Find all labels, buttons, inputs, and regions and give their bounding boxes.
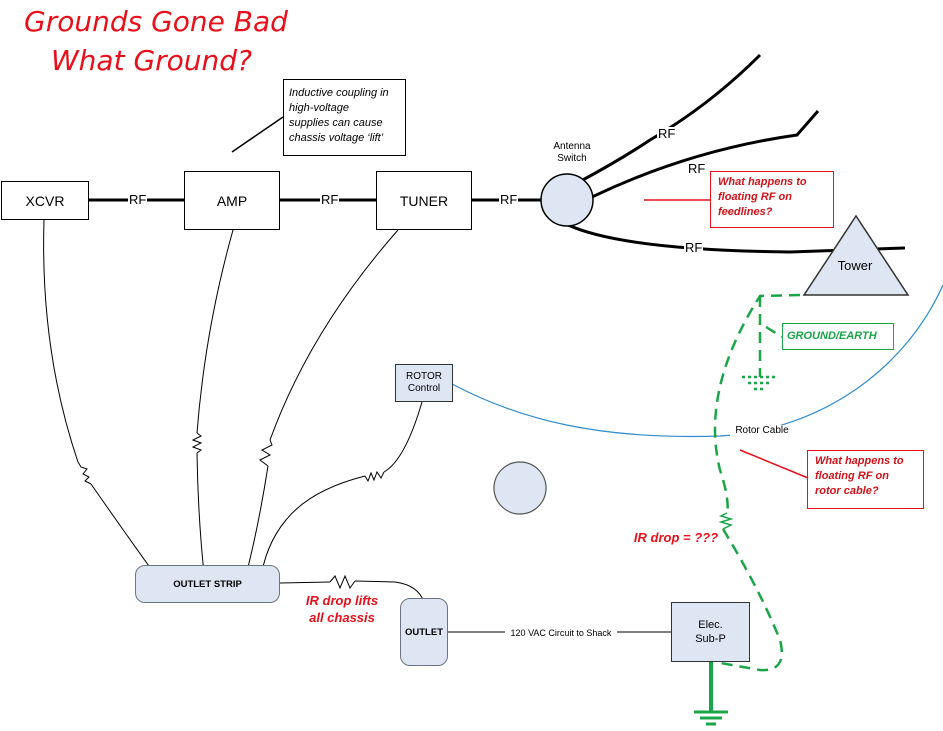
inductive-leader xyxy=(231,116,284,153)
rf-label-feed-upper: RF xyxy=(657,126,677,141)
tower-ground-path xyxy=(713,293,801,672)
tuner-box: TUNER xyxy=(376,171,472,230)
subpanel-label: Elec. Sub-P xyxy=(695,619,726,645)
inductive-coupling-callout: Inductive coupling in high-voltage suppl… xyxy=(283,79,406,156)
subpanel-ground xyxy=(694,662,728,726)
outlet-strip: OUTLET STRIP xyxy=(135,565,280,603)
chassis-ground-wires xyxy=(43,219,671,633)
circuit-label: 120 VAC Circuit to Shack xyxy=(505,627,617,639)
rotor-callout-leader xyxy=(739,449,809,479)
rotor-cable-label: Rotor Cable xyxy=(730,425,794,437)
rotor-cable xyxy=(451,284,943,438)
ground-resistor xyxy=(718,512,734,530)
rotor-cable-rf-callout: What happens to floating RF on rotor cab… xyxy=(807,450,924,509)
rf-label-tuner-switch: RF xyxy=(499,192,519,207)
title-line-2: What Ground? xyxy=(51,44,252,77)
antenna-switch-circle xyxy=(540,173,594,227)
outlet: OUTLET xyxy=(400,598,448,666)
tower-ground-symbol xyxy=(742,375,778,391)
rf-label-amp-tuner: RF xyxy=(320,192,340,207)
rotor-control-label: ROTOR Control xyxy=(406,371,442,394)
rotor-control-box: ROTOR Control xyxy=(395,364,453,402)
rf-label-xcvr-amp: RF xyxy=(128,192,148,207)
xcvr-box: XCVR xyxy=(1,181,89,220)
antenna-switch-label: Antenna Switch xyxy=(553,141,591,164)
amp-box: AMP xyxy=(184,171,280,230)
rf-label-feed-lower: RF xyxy=(684,240,704,255)
subpanel-box: Elec. Sub-P xyxy=(671,602,750,662)
round-shape xyxy=(493,461,547,515)
feedline-rf-callout: What happens to floating RF on feedlines… xyxy=(710,171,834,228)
tower-triangle xyxy=(802,214,910,296)
feedlines xyxy=(565,53,906,254)
ir-drop-unknown-label: IR drop = ??? xyxy=(633,530,719,545)
rf-label-feed-mid: RF xyxy=(687,161,707,176)
title-line-1: Grounds Gone Bad xyxy=(24,5,288,38)
tower-label: Tower xyxy=(837,258,873,273)
ground-earth-callout: GROUND/EARTH xyxy=(782,323,894,350)
ir-drop-chassis-label: IR drop lifts all chassis xyxy=(305,593,379,625)
